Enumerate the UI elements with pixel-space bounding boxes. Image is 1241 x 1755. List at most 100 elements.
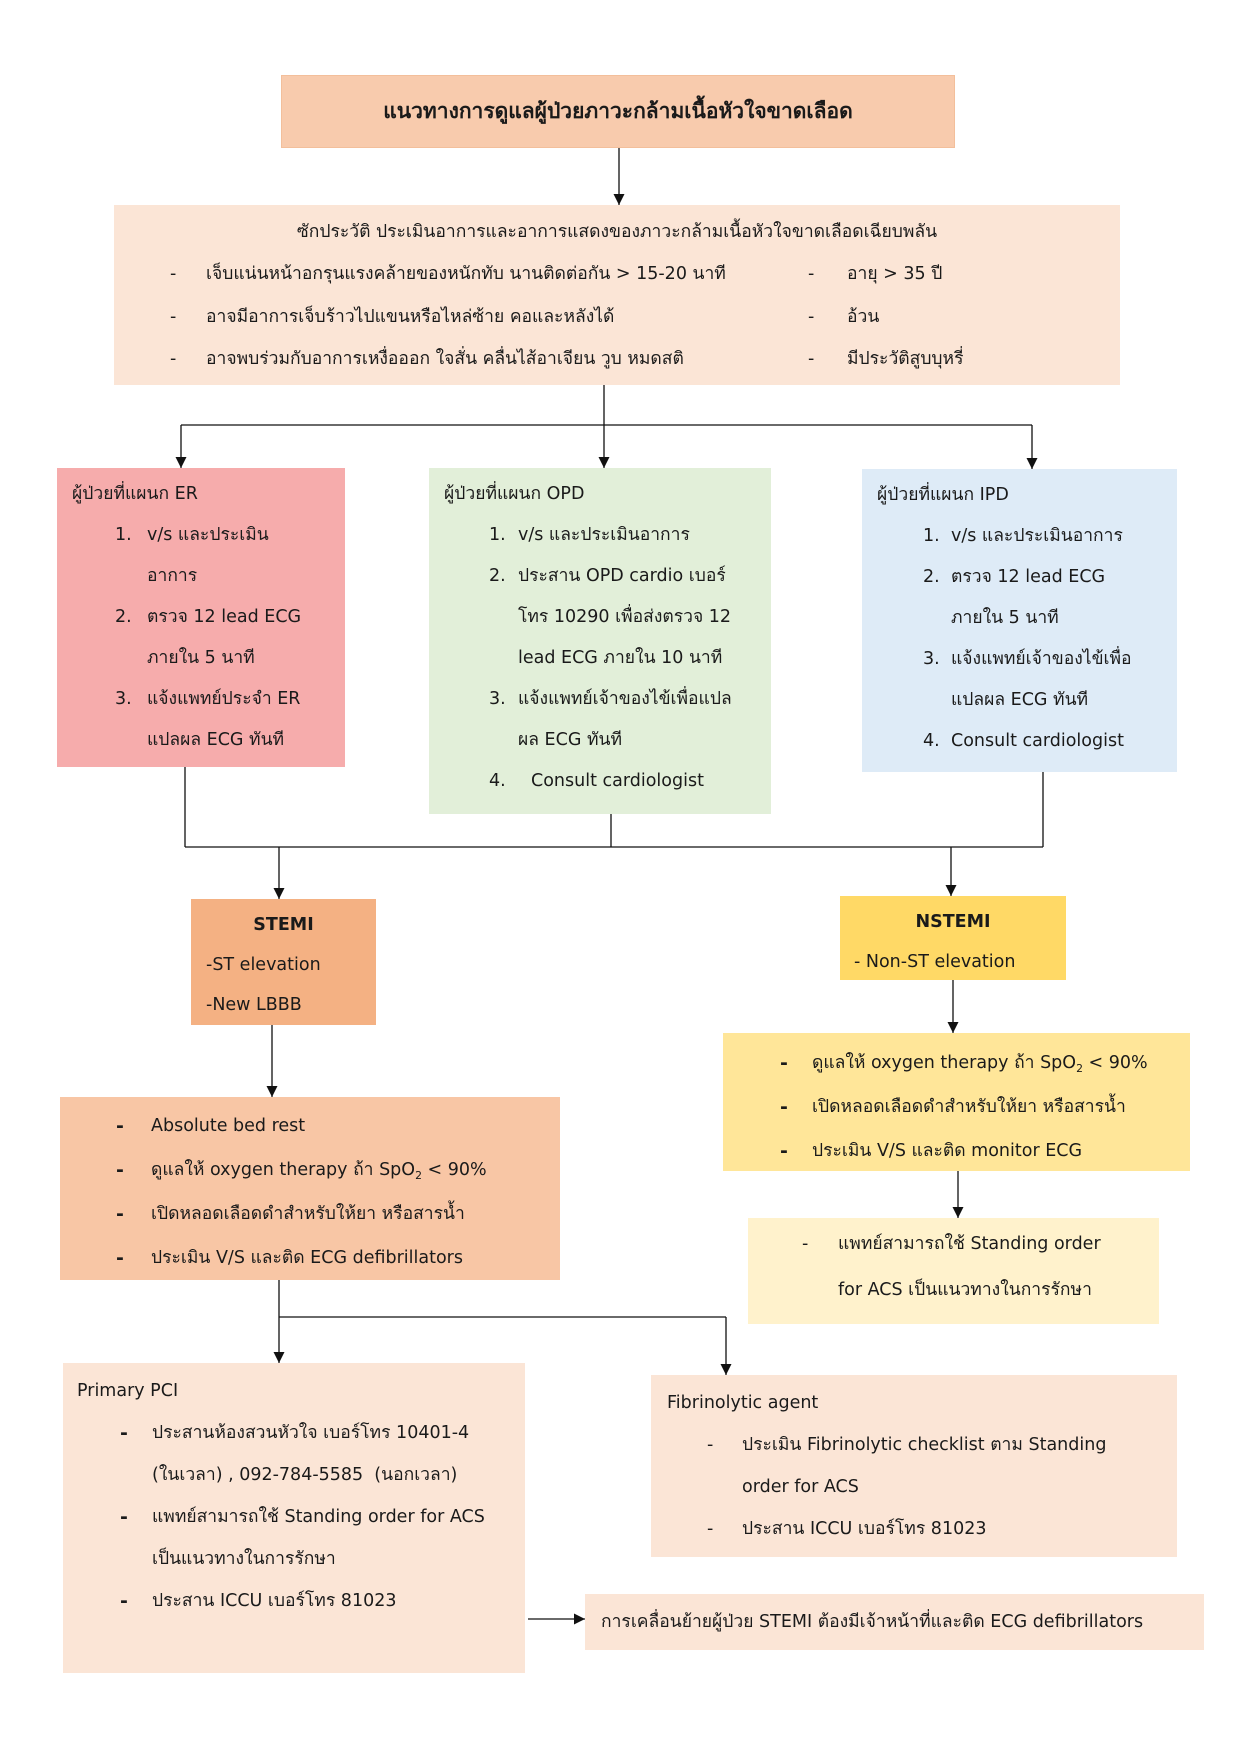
care-item: - ประสาน ICCU เบอร์โทร 81023 [63, 1580, 525, 1622]
step-text: แจ้งแพทย์ประจำ ER แปลผล ECG ทันที [147, 679, 300, 761]
transfer-note: การเคลื่อนย้ายผู้ป่วย STEMI ต้องมีเจ้าหน… [601, 1612, 1144, 1632]
assessment-heading: ซักประวัติ ประเมินอาการและอาการแสดงของภา… [296, 222, 938, 242]
risk-factor-item: มีประวัติสูบบุหรี่ [847, 349, 964, 369]
transfer-note-box: การเคลื่อนย้ายผู้ป่วย STEMI ต้องมีเจ้าหน… [585, 1594, 1204, 1650]
step-line: ตรวจ 12 lead ECG [951, 567, 1106, 587]
step-number: 4. [489, 771, 506, 791]
care-line: for ACS เป็นแนวทางในการรักษา [838, 1280, 1092, 1300]
care-item: - ประเมิน Fibrinolytic checklist ตาม Sta… [651, 1424, 1177, 1508]
bullet-dash: - [120, 1590, 128, 1612]
nstemi-heading: NSTEMI [915, 912, 991, 932]
er-step: 3. แจ้งแพทย์ประจำ ER แปลผล ECG ทันที [57, 679, 345, 761]
care-line: แพทย์สามารถใช้ Standing order for ACS [152, 1507, 485, 1527]
opd-heading: ผู้ป่วยที่แผนก OPD [444, 484, 585, 504]
er-step: 1. v/s และประเมิน อาการ [57, 515, 345, 597]
bullet-dash: - [170, 349, 177, 369]
bullet-dash: - [808, 264, 815, 284]
step-line: Consult cardiologist [531, 771, 704, 791]
step-text: v/s และประเมิน อาการ [147, 515, 269, 597]
nstemi-care-box: - ดูแลให้ oxygen therapy ถ้า SpO2 < 90% … [723, 1033, 1190, 1171]
care-text: ประสาน ICCU เบอร์โทร 81023 [742, 1508, 986, 1550]
bullet-dash: - [780, 1096, 788, 1118]
oxygen-threshold: < 90% [1082, 1053, 1148, 1073]
step-line: โทร 10290 เพื่อส่งตรวจ 12 [518, 607, 732, 627]
care-item: - ประสานห้องสวนหัวใจ เบอร์โทร 10401-4 (ใ… [63, 1412, 525, 1496]
care-item: - ประเมิน V/S และติด monitor ECG [723, 1129, 1190, 1173]
step-text: v/s และประเมินอาการ [518, 515, 690, 556]
care-line: (ในเวลา) , 092-784-5585 (นอกเวลา) [152, 1465, 458, 1485]
fibrinolytic-heading: Fibrinolytic agent [667, 1393, 819, 1413]
care-text: ประสาน ICCU เบอร์โทร 81023 [152, 1580, 396, 1622]
step-number: 1. [115, 525, 132, 545]
care-text: แพทย์สามารถใช้ Standing order for ACS เป… [838, 1221, 1101, 1313]
care-line: เป็นแนวทางในการรักษา [152, 1549, 336, 1569]
step-line: v/s และประเมินอาการ [518, 525, 690, 545]
care-line: แพทย์สามารถใช้ Standing order [838, 1234, 1101, 1254]
care-line: ประสาน ICCU เบอร์โทร 81023 [152, 1591, 397, 1611]
bullet-dash: - [120, 1422, 128, 1444]
assessment-row: - อาจมีอาการเจ็บร้าวไปแขนหรือไหล่ซ้าย คอ… [114, 296, 1120, 339]
risk-factor-item: อ้วน [847, 306, 880, 327]
step-line: ภายใน 5 นาที [147, 648, 255, 668]
er-step: 2. ตรวจ 12 lead ECG ภายใน 5 นาที [57, 597, 345, 679]
step-text: ประสาน OPD cardio เบอร์ โทร 10290 เพื่อส… [518, 556, 731, 679]
step-number: 1. [489, 525, 506, 545]
ipd-step: 3. แจ้งแพทย์เจ้าของไข้เพื่อ แปลผล ECG ทั… [862, 639, 1177, 721]
fibrinolytic-box: Fibrinolytic agent - ประเมิน Fibrinolyti… [651, 1375, 1177, 1557]
bullet-dash: - [170, 264, 177, 284]
step-line: อาการ [147, 566, 198, 586]
primary-pci-box: Primary PCI - ประสานห้องสวนหัวใจ เบอร์โท… [63, 1363, 525, 1673]
step-text: v/s และประเมินอาการ [951, 516, 1123, 557]
care-item: - ประสาน ICCU เบอร์โทร 81023 [651, 1508, 1177, 1550]
care-text: ประเมิน V/S และติด monitor ECG [812, 1141, 1083, 1161]
risk-factor-item: อายุ > 35 ปี [847, 264, 943, 284]
step-line: ภายใน 5 นาที [951, 608, 1059, 628]
step-text: ตรวจ 12 lead ECG ภายใน 5 นาที [147, 597, 301, 679]
care-line: ประสาน ICCU เบอร์โทร 81023 [742, 1519, 987, 1539]
symptom-item: อาจมีอาการเจ็บร้าวไปแขนหรือไหล่ซ้าย คอแล… [206, 306, 615, 327]
opd-step: 4. Consult cardiologist [429, 761, 771, 802]
step-line: แจ้งแพทย์เจ้าของไข้เพื่อ [951, 649, 1132, 669]
care-item: - แพทย์สามารถใช้ Standing order for ACS … [63, 1496, 525, 1580]
nstemi-box: NSTEMI - Non-ST elevation [840, 896, 1066, 980]
subscript: 2 [1076, 1062, 1083, 1076]
bullet-dash: - [170, 306, 177, 327]
bullet-dash: - [116, 1247, 124, 1269]
care-line: order for ACS [742, 1477, 859, 1497]
bullet-dash: - [802, 1234, 809, 1254]
oxygen-text: ดูแลให้ oxygen therapy ถ้า SpO [151, 1160, 416, 1180]
title-box: แนวทางการดูแลผู้ป่วยภาวะกล้ามเนื้อหัวใจข… [281, 75, 955, 148]
step-number: 2. [923, 567, 940, 587]
care-text: ดูแลให้ oxygen therapy ถ้า SpO2 < 90% [151, 1148, 487, 1192]
ipd-box: ผู้ป่วยที่แผนก IPD 1. v/s และประเมินอากา… [862, 469, 1177, 772]
bullet-dash: - [120, 1506, 128, 1528]
care-item: - เปิดหลอดเลือดดำสำหรับให้ยา หรือสารน้ำ [60, 1192, 560, 1236]
care-text: เปิดหลอดเลือดดำสำหรับให้ยา หรือสารน้ำ [151, 1204, 465, 1224]
assessment-row: - อาจพบร่วมกับอาการเหงื่อออก ใจสั่น คลื่… [114, 338, 1120, 381]
nstemi-criterion: - Non-ST elevation [854, 952, 1016, 972]
step-number: 2. [489, 566, 506, 586]
ipd-heading: ผู้ป่วยที่แผนก IPD [877, 485, 1009, 505]
step-number: 1. [923, 526, 940, 546]
stemi-criterion: -ST elevation [206, 955, 321, 975]
care-item: - แพทย์สามารถใช้ Standing order for ACS … [748, 1221, 1159, 1313]
step-text: Consult cardiologist [951, 721, 1124, 762]
step-line: ผล ECG ทันที [518, 730, 622, 750]
care-item: - ประเมิน V/S และติด ECG defibrillators [60, 1236, 560, 1280]
care-line: ประสานห้องสวนหัวใจ เบอร์โทร 10401-4 [152, 1423, 470, 1443]
care-line: ประเมิน Fibrinolytic checklist ตาม Stand… [742, 1435, 1107, 1455]
step-line: v/s และประเมินอาการ [951, 526, 1123, 546]
stemi-heading: STEMI [253, 915, 314, 935]
care-text: เปิดหลอดเลือดดำสำหรับให้ยา หรือสารน้ำ [812, 1097, 1126, 1117]
step-line: แปลผล ECG ทันที [147, 730, 285, 750]
page-title: แนวทางการดูแลผู้ป่วยภาวะกล้ามเนื้อหัวใจข… [383, 99, 853, 123]
bullet-dash: - [780, 1052, 788, 1074]
step-line: v/s และประเมิน [147, 525, 269, 545]
bullet-dash: - [116, 1115, 124, 1137]
bullet-dash: - [707, 1519, 714, 1539]
care-text: ประเมิน Fibrinolytic checklist ตาม Stand… [742, 1424, 1106, 1508]
care-item: - Absolute bed rest [60, 1104, 560, 1148]
opd-step: 2. ประสาน OPD cardio เบอร์ โทร 10290 เพื… [429, 556, 771, 679]
assessment-row: - เจ็บแน่นหน้าอกรุนแรงคล้ายของหนักทับ นา… [114, 253, 1120, 296]
care-item: - ดูแลให้ oxygen therapy ถ้า SpO2 < 90% [723, 1041, 1190, 1085]
